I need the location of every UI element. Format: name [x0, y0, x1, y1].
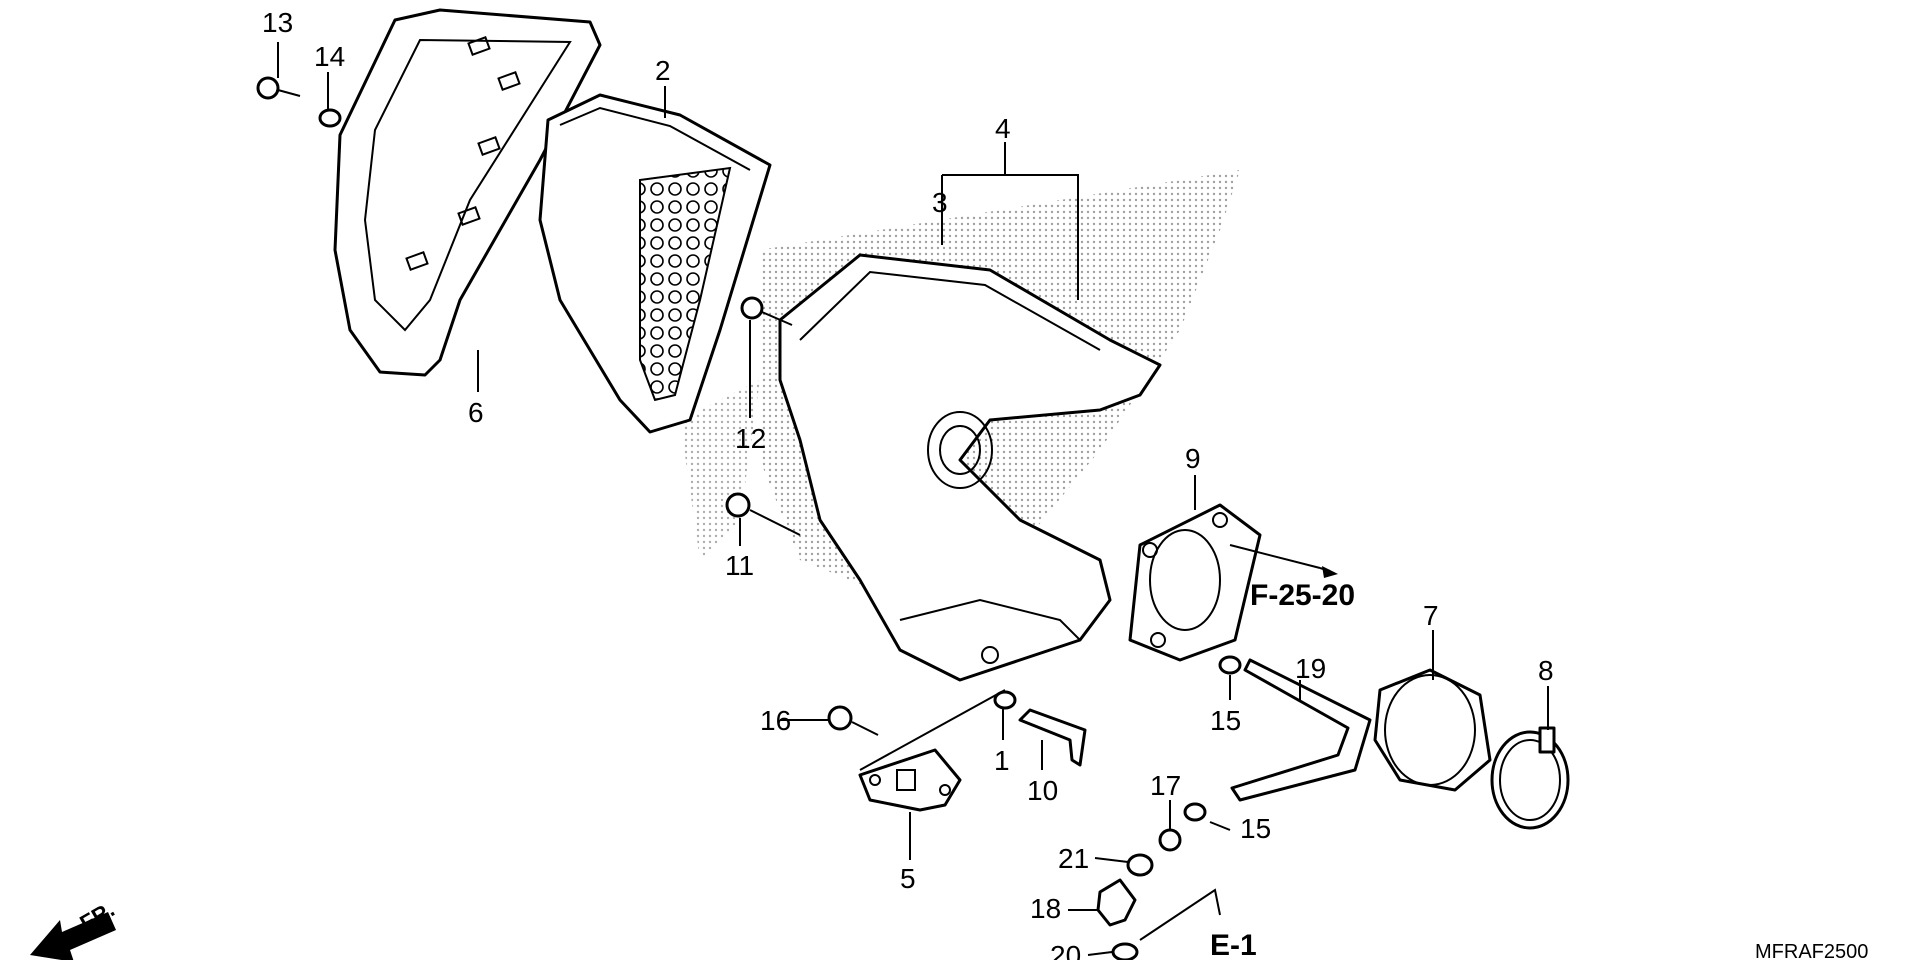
callout-20: 20 — [1050, 940, 1081, 960]
callout-12: 12 — [735, 423, 766, 454]
leader-lines — [277, 42, 1549, 956]
clip-15-lower — [1183, 802, 1207, 822]
joint-17 — [1158, 828, 1182, 852]
callout-18: 18 — [1030, 893, 1061, 924]
reference-f-25-20: F-25-20 — [1250, 579, 1355, 612]
diagram-code: MFRAF2500 — [1755, 941, 1868, 960]
callout-14: 14 — [314, 41, 345, 72]
drain-plug-18 — [1096, 878, 1137, 927]
tube-band — [1490, 726, 1570, 830]
callout-1: 1 — [994, 745, 1010, 776]
air-cleaner-cover — [333, 8, 602, 377]
callout-9: 9 — [1185, 443, 1201, 474]
callout-15-lower: 15 — [1240, 813, 1271, 844]
clip-21 — [1126, 853, 1154, 877]
bolt-12 — [740, 296, 793, 326]
intake-duct — [1128, 503, 1262, 662]
air-cleaner-element — [538, 93, 772, 434]
bolt-11 — [725, 492, 801, 536]
clip-20 — [1111, 942, 1139, 962]
reference-e-1: E-1 — [1210, 929, 1257, 960]
reference-arrow-f-25-20 — [1319, 566, 1338, 578]
callout-15-upper: 15 — [1210, 705, 1241, 736]
setting-plate — [858, 748, 962, 812]
air-cleaner-housing — [778, 253, 1162, 682]
callout-6: 6 — [468, 397, 484, 428]
callout-3: 3 — [932, 187, 948, 218]
callout-16: 16 — [760, 705, 791, 736]
connecting-tube — [1373, 668, 1492, 792]
callout-21: 21 — [1058, 843, 1089, 874]
callout-8: 8 — [1538, 655, 1554, 686]
front-arrow-icon — [30, 912, 116, 962]
callout-2: 2 — [655, 55, 671, 86]
washer-14 — [318, 108, 342, 128]
breather-tube — [1230, 658, 1372, 802]
callout-13: 13 — [262, 7, 293, 38]
callout-10: 10 — [1027, 775, 1058, 806]
drain-tube — [1018, 708, 1087, 767]
callout-4: 4 — [995, 113, 1011, 144]
callout-5: 5 — [900, 863, 916, 894]
bolt-16 — [827, 705, 879, 736]
callout-7: 7 — [1423, 600, 1439, 631]
callout-11: 11 — [725, 550, 754, 581]
callout-19: 19 — [1295, 653, 1326, 684]
clip-15-upper — [1218, 655, 1242, 675]
bolt-13 — [256, 76, 301, 100]
callout-17: 17 — [1150, 770, 1181, 801]
clip-1 — [993, 690, 1017, 710]
